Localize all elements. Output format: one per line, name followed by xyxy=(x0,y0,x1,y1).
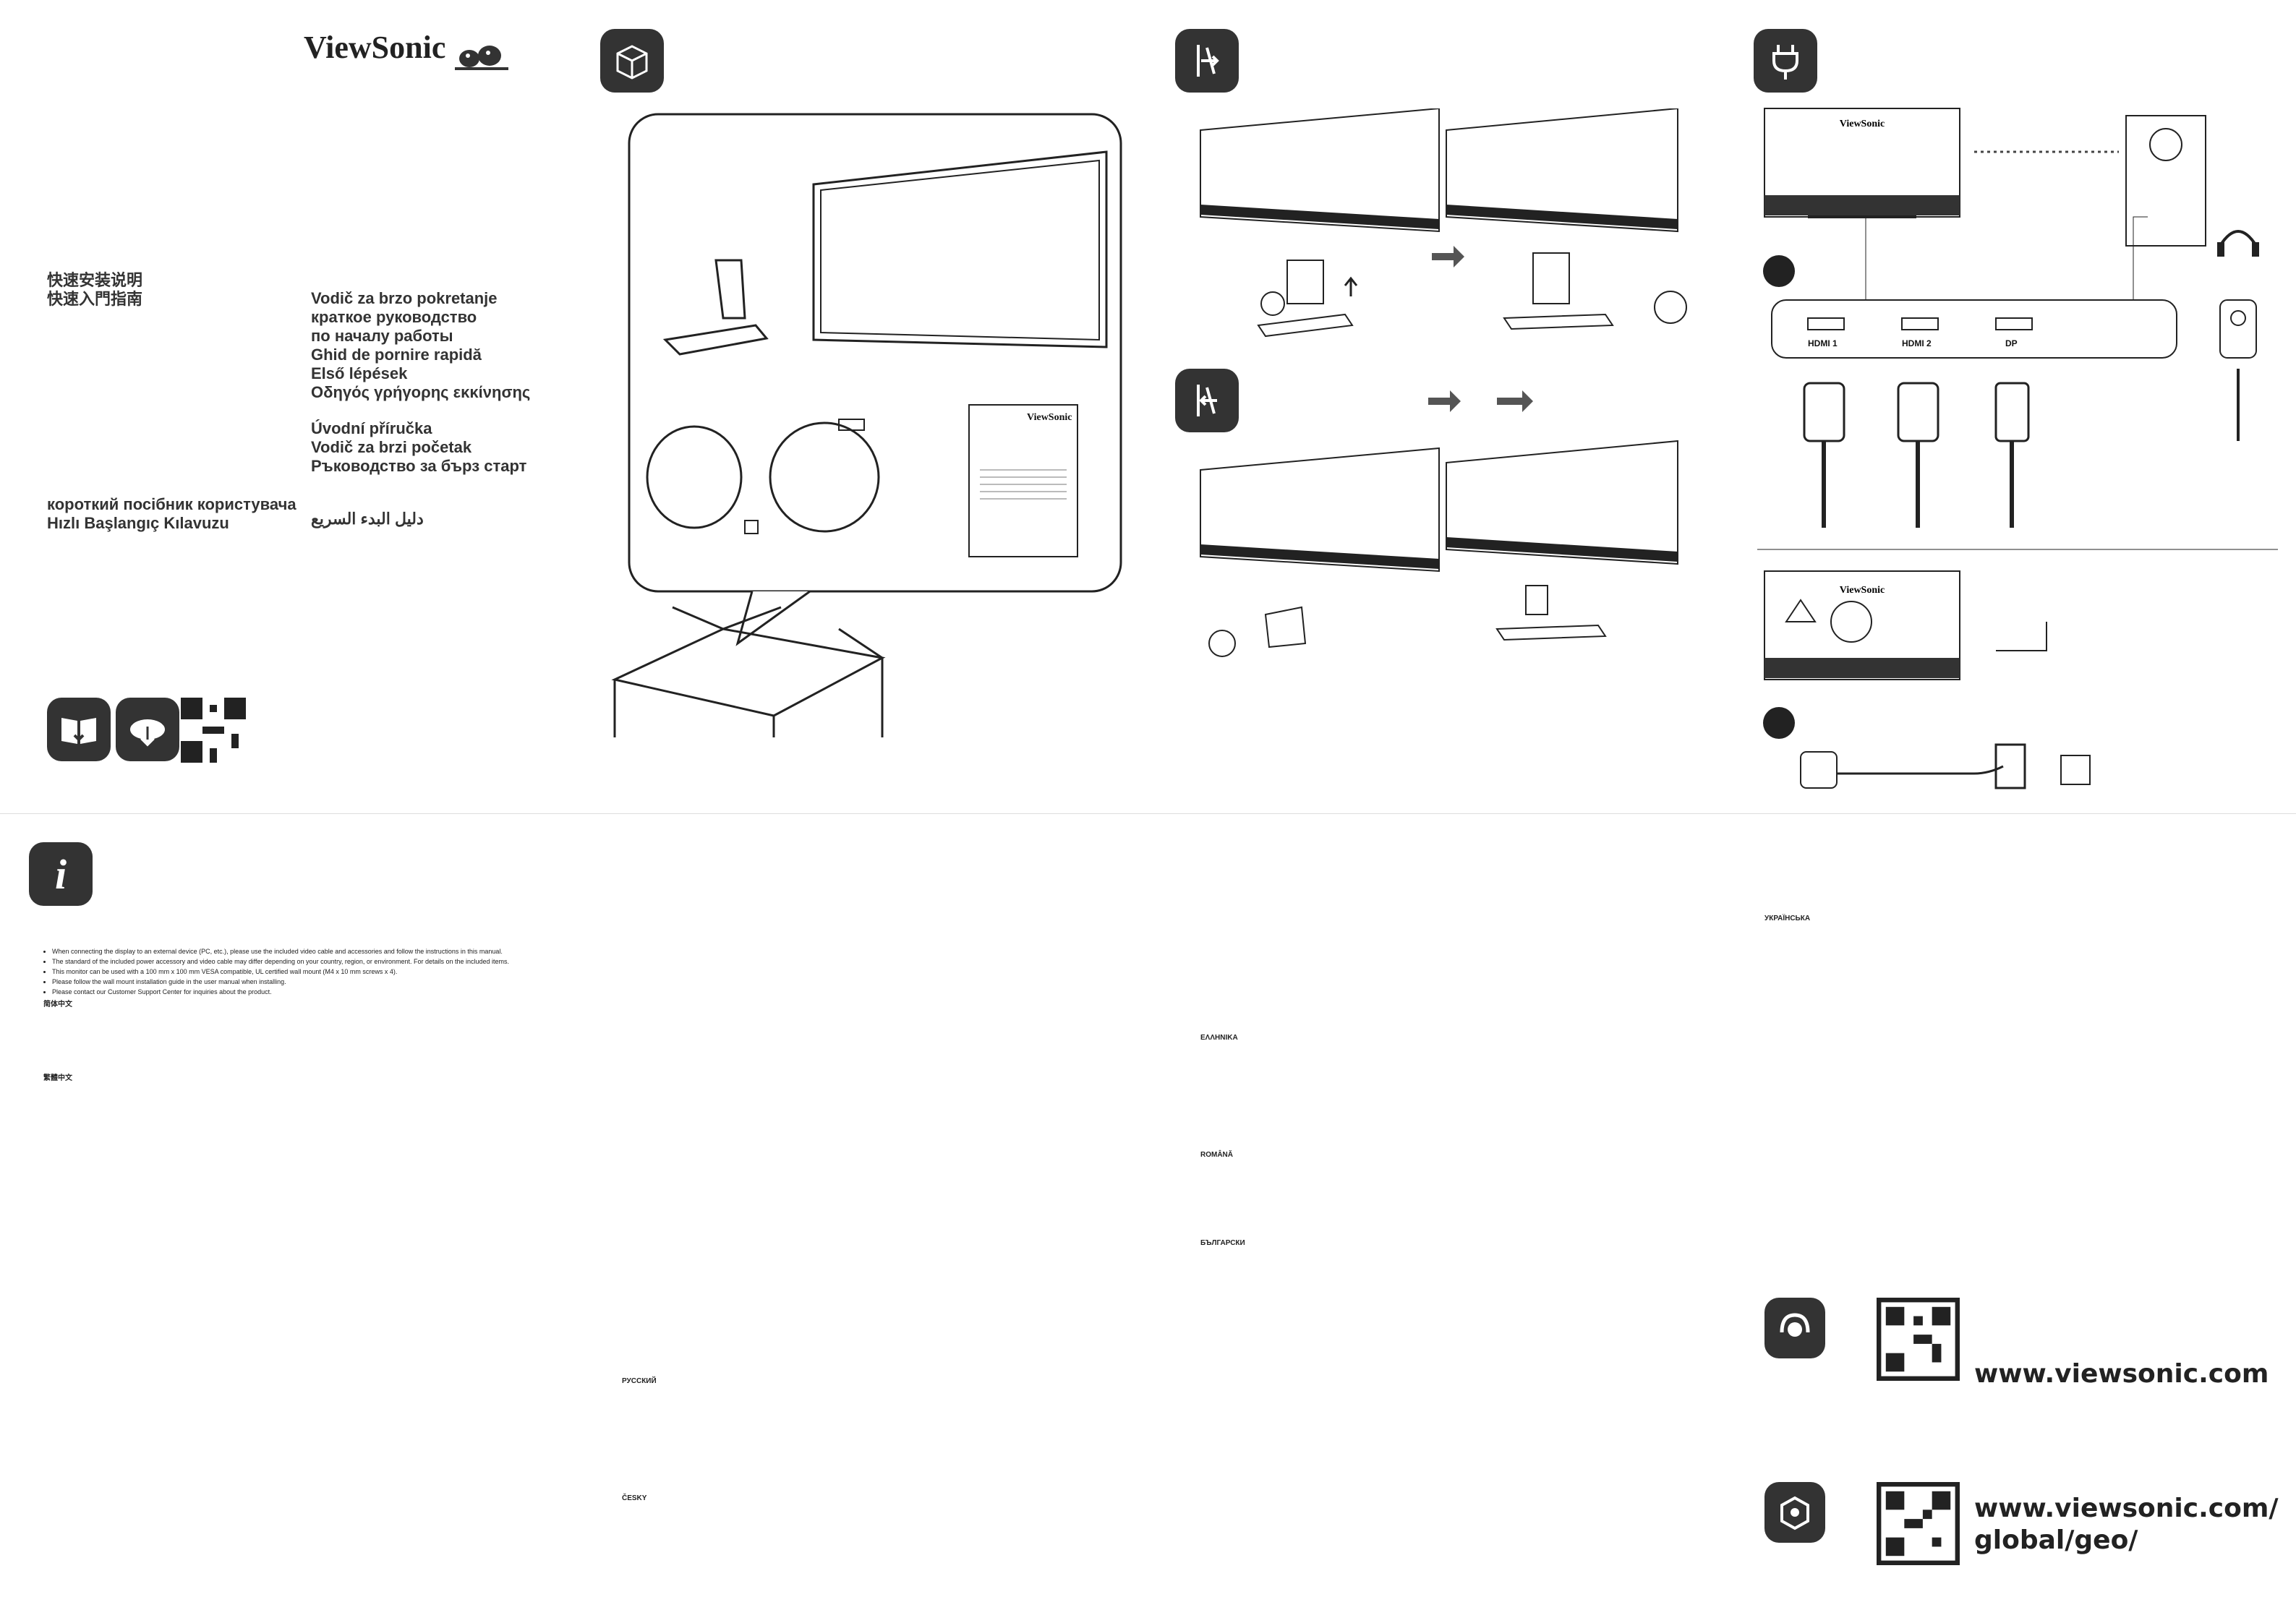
section-cht: 繁體中文 xyxy=(43,1074,72,1082)
title-ro: Ghid de pornire rapidă xyxy=(311,346,482,364)
connection-diagram: ViewSonic ViewSonic xyxy=(1757,108,2278,789)
doc-preview-brand: ViewSonic xyxy=(1027,412,1072,423)
title-el: Οδηγός γρήγορης εκκίνησης xyxy=(311,383,531,401)
section-czech: ČESKY xyxy=(622,1494,647,1502)
section-greek: ΕΛΛΗΝΙΚΑ xyxy=(1200,1034,1238,1042)
port-dp: DP xyxy=(2005,338,2018,348)
cloud-download-icon xyxy=(116,698,179,761)
title-sr: Vodič za brzo pokretanje xyxy=(311,289,498,307)
title-ar: دليل البدء السريع xyxy=(311,510,424,528)
fold-divider xyxy=(0,813,2296,814)
note-4: Please follow the wall mount installatio… xyxy=(52,977,550,986)
monitor-brand-text: ViewSonic xyxy=(1840,119,1885,129)
url-viewsonic-geo[interactable]: www.viewsonic.com/ global/geo/ xyxy=(1974,1493,2279,1556)
package-icon xyxy=(600,29,664,93)
brand-name: ViewSonic xyxy=(304,30,446,65)
column-3-text: ΕΛΛΗΝΙΚΑ ROMÂNĂ БЪЛГАРСКИ xyxy=(1200,842,1707,1249)
url-viewsonic[interactable]: www.viewsonic.com xyxy=(1974,1359,2269,1389)
brand-logo: ViewSonic xyxy=(304,29,511,73)
title-cht: 快速入門指南 xyxy=(47,290,143,308)
section-chs: 简体中文 xyxy=(43,1001,72,1009)
column-2-text: РУССКИЙ ČESKY xyxy=(622,842,1128,1504)
title-chs: 快速安装说明 xyxy=(47,271,143,289)
title-cs: Úvodní příručka xyxy=(311,419,432,437)
title-ru-2: по началу работы xyxy=(311,327,453,345)
url-geo-line-2: global/geo/ xyxy=(1974,1525,2138,1555)
stand-detach-icon xyxy=(1175,369,1239,432)
section-ukrainian: УКРАЇНСЬКА xyxy=(1764,915,1811,922)
section-romanian: ROMÂNĂ xyxy=(1200,1151,1233,1159)
box-contents-illustration xyxy=(611,113,1122,737)
port-hdmi-2: HDMI 2 xyxy=(1902,338,1932,348)
note-1: When connecting the display to an extern… xyxy=(52,947,550,956)
title-hr: Vodič za brzi početak xyxy=(311,438,472,456)
port-hdmi-1: HDMI 1 xyxy=(1808,338,1838,348)
title-hu: Első lépések xyxy=(311,364,408,382)
column-4-text: УКРАЇНСЬКА xyxy=(1764,842,2198,925)
stand-installation-steps xyxy=(1200,108,1687,657)
title-tr: Hızlı Başlangıç Kılavuzu xyxy=(47,514,229,532)
section-bulgarian: БЪЛГАРСКИ xyxy=(1200,1239,1245,1247)
qr-code-region[interactable] xyxy=(1877,1482,1960,1565)
birds-logo-icon xyxy=(454,45,508,70)
monitor-brand-text-2: ViewSonic xyxy=(1840,585,1885,596)
section-russian: РУССКИЙ xyxy=(622,1377,657,1385)
user-guide-download-icon xyxy=(47,698,111,761)
region-cube-icon xyxy=(1764,1482,1825,1543)
title-bg: Ръководство за бърз старт xyxy=(311,457,527,475)
headset-support-icon xyxy=(1764,1298,1825,1358)
note-3: This monitor can be used with a 100 mm x… xyxy=(52,967,550,976)
url-geo-line-1: www.viewsonic.com/ xyxy=(1974,1494,2279,1523)
power-plug-icon xyxy=(1754,29,1817,93)
title-uk: короткий посібник користувача xyxy=(47,495,296,513)
info-notes-en: When connecting the display to an extern… xyxy=(43,947,550,1084)
note-2: The standard of the included power acces… xyxy=(52,957,550,966)
qr-code-small[interactable] xyxy=(181,698,246,763)
title-ru-1: краткое руководство xyxy=(311,308,477,326)
info-icon: i xyxy=(29,842,93,906)
qr-code-support[interactable] xyxy=(1877,1298,1960,1381)
note-5: Please contact our Customer Support Cent… xyxy=(52,988,550,996)
stand-attach-icon xyxy=(1175,29,1239,93)
